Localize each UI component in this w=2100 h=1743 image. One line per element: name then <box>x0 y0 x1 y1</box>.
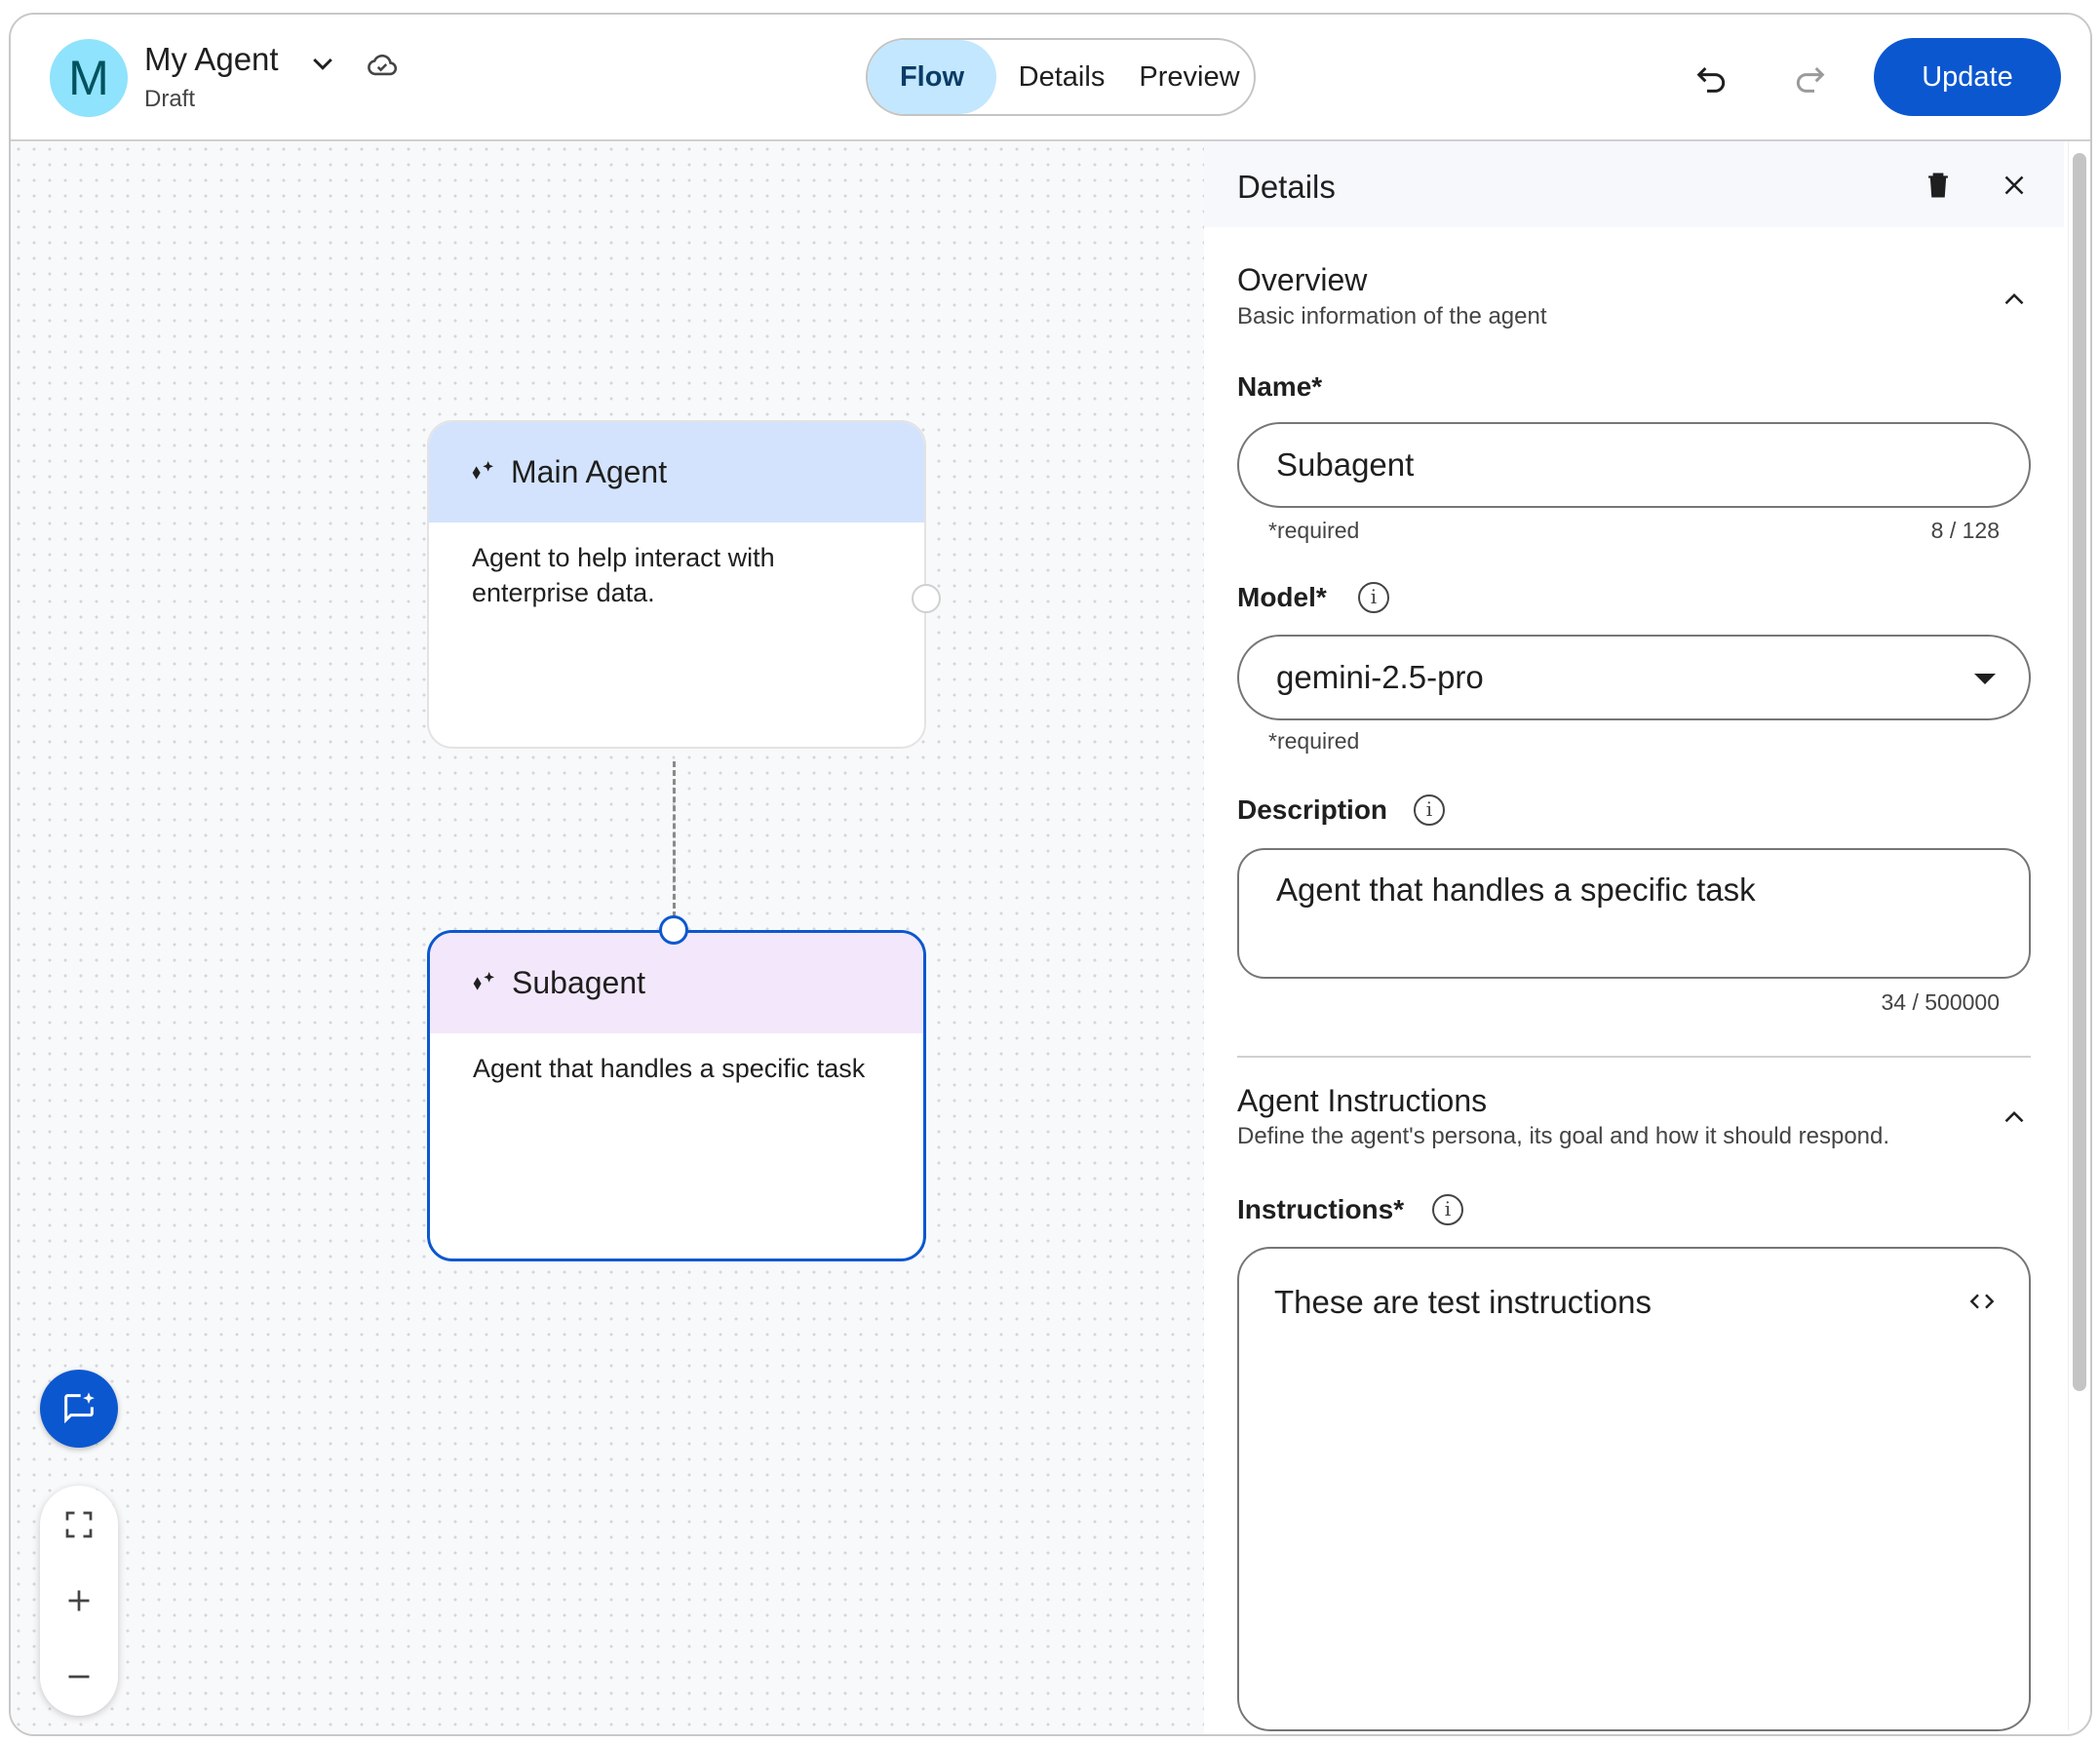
code-view-icon[interactable] <box>1966 1286 1998 1317</box>
model-label: Model* <box>1237 582 1327 612</box>
sparkle-icon <box>467 968 498 999</box>
model-value: gemini-2.5-pro <box>1276 659 1484 695</box>
dropdown-arrow-icon <box>1974 674 1996 684</box>
update-button[interactable]: Update <box>1874 38 2061 116</box>
description-char-count: 34 / 500000 <box>1881 989 2000 1015</box>
chevron-down-icon[interactable] <box>308 50 337 79</box>
name-label: Name* <box>1237 371 1323 402</box>
node-header: Main Agent <box>429 422 924 523</box>
details-panel: Details Overview Basic information of th… <box>1204 141 2064 1734</box>
app-window: M My Agent Draft Flow Details Preview Up… <box>9 13 2092 1736</box>
panel-scrollbar[interactable] <box>2068 141 2089 1730</box>
delete-icon[interactable] <box>1922 169 1955 202</box>
overview-title: Overview <box>1237 262 1368 297</box>
section-divider <box>1237 1056 2031 1058</box>
zoom-in-icon[interactable] <box>61 1583 97 1618</box>
scrollbar-thumb[interactable] <box>2073 153 2086 1391</box>
redo-icon[interactable] <box>1790 58 1829 97</box>
model-required-hint: *required <box>1268 728 1360 754</box>
name-input[interactable]: Subagent <box>1237 422 2031 508</box>
sparkle-icon <box>466 457 497 488</box>
instructions-text: These are test instructions <box>1274 1284 1653 1320</box>
zoom-controls <box>40 1486 118 1716</box>
node-output-handle[interactable] <box>912 584 941 613</box>
agent-status: Draft <box>144 86 196 112</box>
instructions-label: Instructions* <box>1237 1194 1405 1224</box>
info-icon[interactable]: i <box>1432 1194 1463 1225</box>
tab-flow[interactable]: Flow <box>868 40 996 114</box>
model-select[interactable]: gemini-2.5-pro <box>1237 635 2031 720</box>
info-icon[interactable]: i <box>1358 582 1389 613</box>
undo-icon[interactable] <box>1692 58 1731 97</box>
node-description: Agent that handles a specific task <box>473 1054 866 1083</box>
close-icon[interactable] <box>1998 169 2031 202</box>
cloud-saved-icon[interactable] <box>366 48 399 81</box>
avatar[interactable]: M <box>50 39 128 117</box>
node-title: Subagent <box>512 965 646 1000</box>
node-title: Main Agent <box>511 454 668 489</box>
panel-header: Details <box>1204 141 2064 227</box>
chat-spark-icon <box>64 1392 95 1424</box>
node-subagent[interactable]: Subagent Agent that handles a specific t… <box>427 930 926 1261</box>
name-char-count: 8 / 128 <box>1930 518 2000 543</box>
tab-preview[interactable]: Preview <box>1139 60 1240 93</box>
name-required-hint: *required <box>1268 518 1360 543</box>
ai-chat-button[interactable] <box>40 1370 118 1448</box>
fit-view-icon[interactable] <box>61 1507 97 1542</box>
tab-details[interactable]: Details <box>1018 60 1106 93</box>
agent-name: My Agent <box>144 41 279 77</box>
instructions-section-title: Agent Instructions <box>1237 1083 1488 1118</box>
collapse-overview-icon[interactable] <box>1998 283 2031 316</box>
node-connector-line <box>673 761 676 917</box>
description-label: Description <box>1237 794 1388 825</box>
info-icon[interactable]: i <box>1414 794 1445 826</box>
overview-subtitle: Basic information of the agent <box>1237 303 1547 329</box>
flow-canvas[interactable]: Main Agent Agent to help interact with e… <box>11 141 1204 1734</box>
instructions-section-subtitle: Define the agent's persona, its goal and… <box>1237 1123 1890 1149</box>
description-textarea[interactable]: Agent that handles a specific task <box>1237 848 2031 979</box>
collapse-instructions-icon[interactable] <box>1998 1101 2031 1134</box>
node-main-agent[interactable]: Main Agent Agent to help interact with e… <box>427 420 926 749</box>
node-input-handle[interactable] <box>659 915 688 945</box>
panel-title: Details <box>1237 169 1336 205</box>
view-tabs: Flow Details Preview <box>866 38 1256 116</box>
node-header: Subagent <box>430 933 923 1033</box>
top-bar: M My Agent Draft Flow Details Preview Up… <box>11 15 2090 141</box>
node-description: Agent to help interact with enterprise d… <box>472 543 775 607</box>
zoom-out-icon[interactable] <box>61 1659 97 1694</box>
instructions-editor[interactable]: These are test instructions <box>1237 1247 2031 1731</box>
